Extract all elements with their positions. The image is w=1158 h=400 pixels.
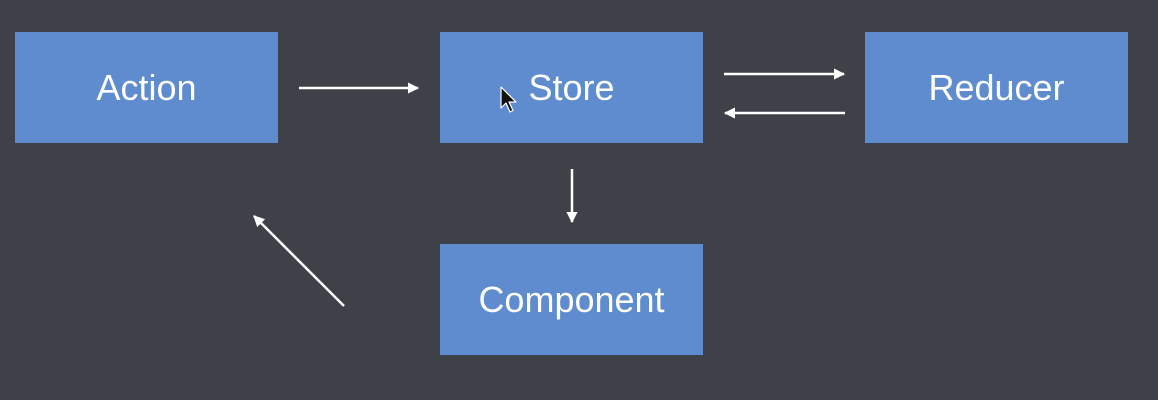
- component-node: Component: [440, 244, 703, 355]
- store-label: Store: [528, 66, 615, 108]
- component-label: Component: [478, 278, 665, 320]
- reducer-label: Reducer: [928, 66, 1065, 108]
- action-node: Action: [15, 32, 278, 143]
- store-node: Store: [440, 32, 703, 143]
- arrow-component-to-action: [253, 215, 345, 307]
- mouse-pointer-icon: [500, 86, 517, 113]
- reducer-node: Reducer: [865, 32, 1128, 143]
- action-label: Action: [96, 66, 197, 108]
